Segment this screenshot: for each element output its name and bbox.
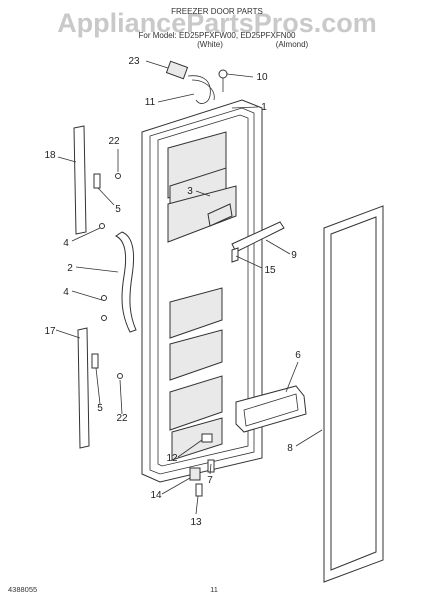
model-numbers: For Model: ED25PFXFW00, ED25PFXFN00: [139, 31, 296, 40]
leader-lines: [55, 60, 323, 515]
hinge-wiring-assembly: [165, 60, 228, 104]
callout-10: 10: [256, 72, 268, 83]
callout-14: 14: [150, 490, 162, 501]
callout-17: 17: [44, 326, 56, 337]
page-number: 11: [210, 585, 218, 594]
callout-22-lower: 22: [116, 413, 128, 424]
callout-4-upper: 4: [63, 238, 69, 249]
watermark: AppliancePartsPros.com: [57, 8, 377, 38]
dispenser-trim: [207, 203, 285, 263]
document-number: 4388055: [8, 585, 37, 594]
diagram-title: FREEZER DOOR PARTS: [171, 7, 263, 16]
callout-11: 11: [145, 97, 156, 108]
callout-5-upper: 5: [115, 204, 121, 215]
callout-22-upper: 22: [108, 136, 120, 147]
door-shelves: [167, 131, 237, 461]
door-gasket: [323, 205, 384, 583]
door-bin: [235, 385, 307, 433]
handle-trim-lower: [77, 327, 90, 449]
callout-9: 9: [291, 250, 297, 261]
callout-13: 13: [190, 517, 202, 528]
callout-15: 15: [264, 265, 276, 276]
callout-8: 8: [287, 443, 293, 454]
callout-18: 18: [44, 150, 56, 161]
callout-7: 7: [207, 475, 213, 486]
callout-5-lower: 5: [97, 403, 103, 414]
color-white: (White): [197, 40, 223, 49]
callout-4-lower: 4: [63, 287, 69, 298]
fasteners: [91, 173, 123, 379]
callout-12: 12: [166, 453, 178, 464]
callout-1: 1: [261, 102, 267, 113]
callout-2: 2: [67, 263, 73, 274]
callout-23: 23: [128, 56, 140, 67]
callout-labels: 23 10 11 1 22 18 5 4 3 9 2 15 4 17 6 5 2…: [44, 56, 301, 528]
callout-6: 6: [295, 350, 301, 361]
handle-trim-upper: [73, 125, 87, 235]
callout-3: 3: [187, 186, 193, 197]
door-handle: [115, 231, 137, 333]
color-almond: (Almond): [276, 40, 309, 49]
